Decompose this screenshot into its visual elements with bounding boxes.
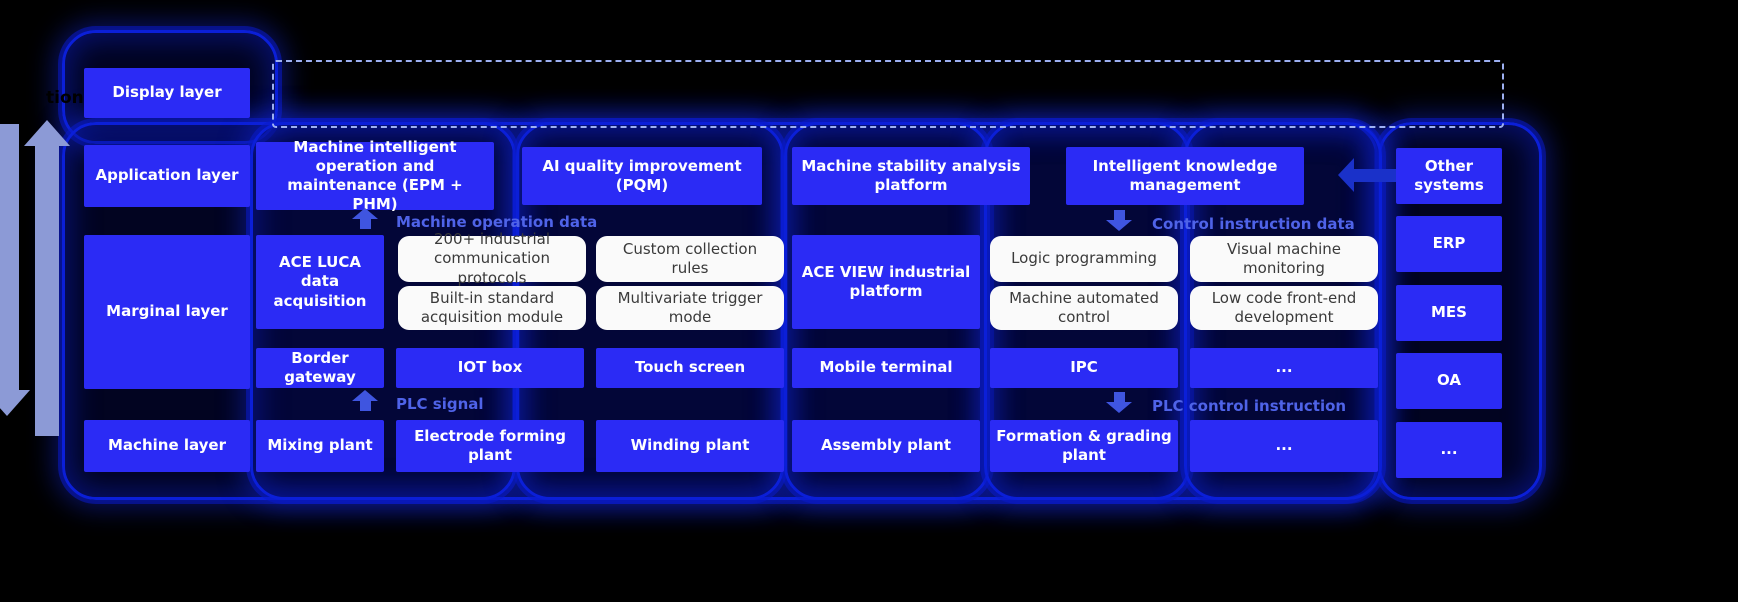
external-other-systems[interactable]: Other systems	[1396, 148, 1502, 204]
pill-machine-automated-control[interactable]: Machine automated control	[990, 286, 1178, 330]
pill-low-code-front-end[interactable]: Low code front-end development	[1190, 286, 1378, 330]
external-more[interactable]: ...	[1396, 422, 1502, 478]
device-more[interactable]: ...	[1190, 348, 1378, 388]
plc-control-instruction-arrow	[1106, 392, 1132, 413]
plc-signal-arrow	[352, 390, 378, 411]
device-iot-box[interactable]: IOT box	[396, 348, 584, 388]
marginal-layer-box[interactable]: Marginal layer	[84, 235, 250, 389]
pill-logic-programming[interactable]: Logic programming	[990, 236, 1178, 282]
machine-mixing-plant[interactable]: Mixing plant	[256, 420, 384, 472]
pill-custom-collection-rules[interactable]: Custom collection rules	[596, 236, 784, 282]
ace-luca-platform-box[interactable]: ACE LUCA data acquisition	[256, 235, 384, 329]
ace-view-platform-box[interactable]: ACE VIEW industrial platform	[792, 235, 980, 329]
pill-multivariate-trigger-mode[interactable]: Multivariate trigger mode	[596, 286, 784, 330]
label-machine-operation-data: Machine operation data	[396, 213, 598, 231]
machine-electrode-forming-plant[interactable]: Electrode forming plant	[396, 420, 584, 472]
label-plc-control-instruction: PLC control instruction	[1152, 397, 1347, 415]
app-card-stability[interactable]: Machine stability analysis platform	[792, 147, 1030, 205]
downward-flow-arrow	[0, 124, 30, 416]
external-mes[interactable]: MES	[1396, 285, 1502, 341]
external-oa[interactable]: OA	[1396, 353, 1502, 409]
clipped-left-label: tion	[46, 88, 84, 108]
device-ipc[interactable]: IPC	[990, 348, 1178, 388]
label-control-instruction-data: Control instruction data	[1152, 215, 1355, 233]
machine-more[interactable]: ...	[1190, 420, 1378, 472]
external-erp[interactable]: ERP	[1396, 216, 1502, 272]
control-instruction-data-arrow	[1106, 210, 1132, 231]
display-layer-dashed-band	[272, 60, 1504, 128]
device-mobile-terminal[interactable]: Mobile terminal	[792, 348, 980, 388]
pill-industrial-protocols[interactable]: 200+ industrial communication protocols	[398, 230, 586, 287]
device-touch-screen[interactable]: Touch screen	[596, 348, 784, 388]
machine-formation-grading-plant[interactable]: Formation & grading plant	[990, 420, 1178, 472]
pill-builtin-acquisition-module[interactable]: Built-in standard acquisition module	[398, 286, 586, 330]
machine-operation-data-arrow	[352, 208, 378, 229]
pill-visual-machine-monitoring[interactable]: Visual machine monitoring	[1190, 236, 1378, 282]
app-card-knowledge[interactable]: Intelligent knowledge management	[1066, 147, 1304, 205]
application-layer-box[interactable]: Application layer	[84, 145, 250, 207]
display-layer-box[interactable]: Display layer	[84, 68, 250, 118]
app-card-pqm[interactable]: AI quality improvement (PQM)	[522, 147, 762, 205]
app-card-epm-phm[interactable]: Machine intelligent operation and mainte…	[256, 138, 494, 213]
machine-layer-box[interactable]: Machine layer	[84, 420, 250, 472]
upward-flow-arrow	[24, 120, 70, 436]
label-plc-signal: PLC signal	[396, 395, 484, 413]
machine-assembly-plant[interactable]: Assembly plant	[792, 420, 980, 472]
device-border-gateway[interactable]: Border gateway	[256, 348, 384, 388]
machine-winding-plant[interactable]: Winding plant	[596, 420, 784, 472]
